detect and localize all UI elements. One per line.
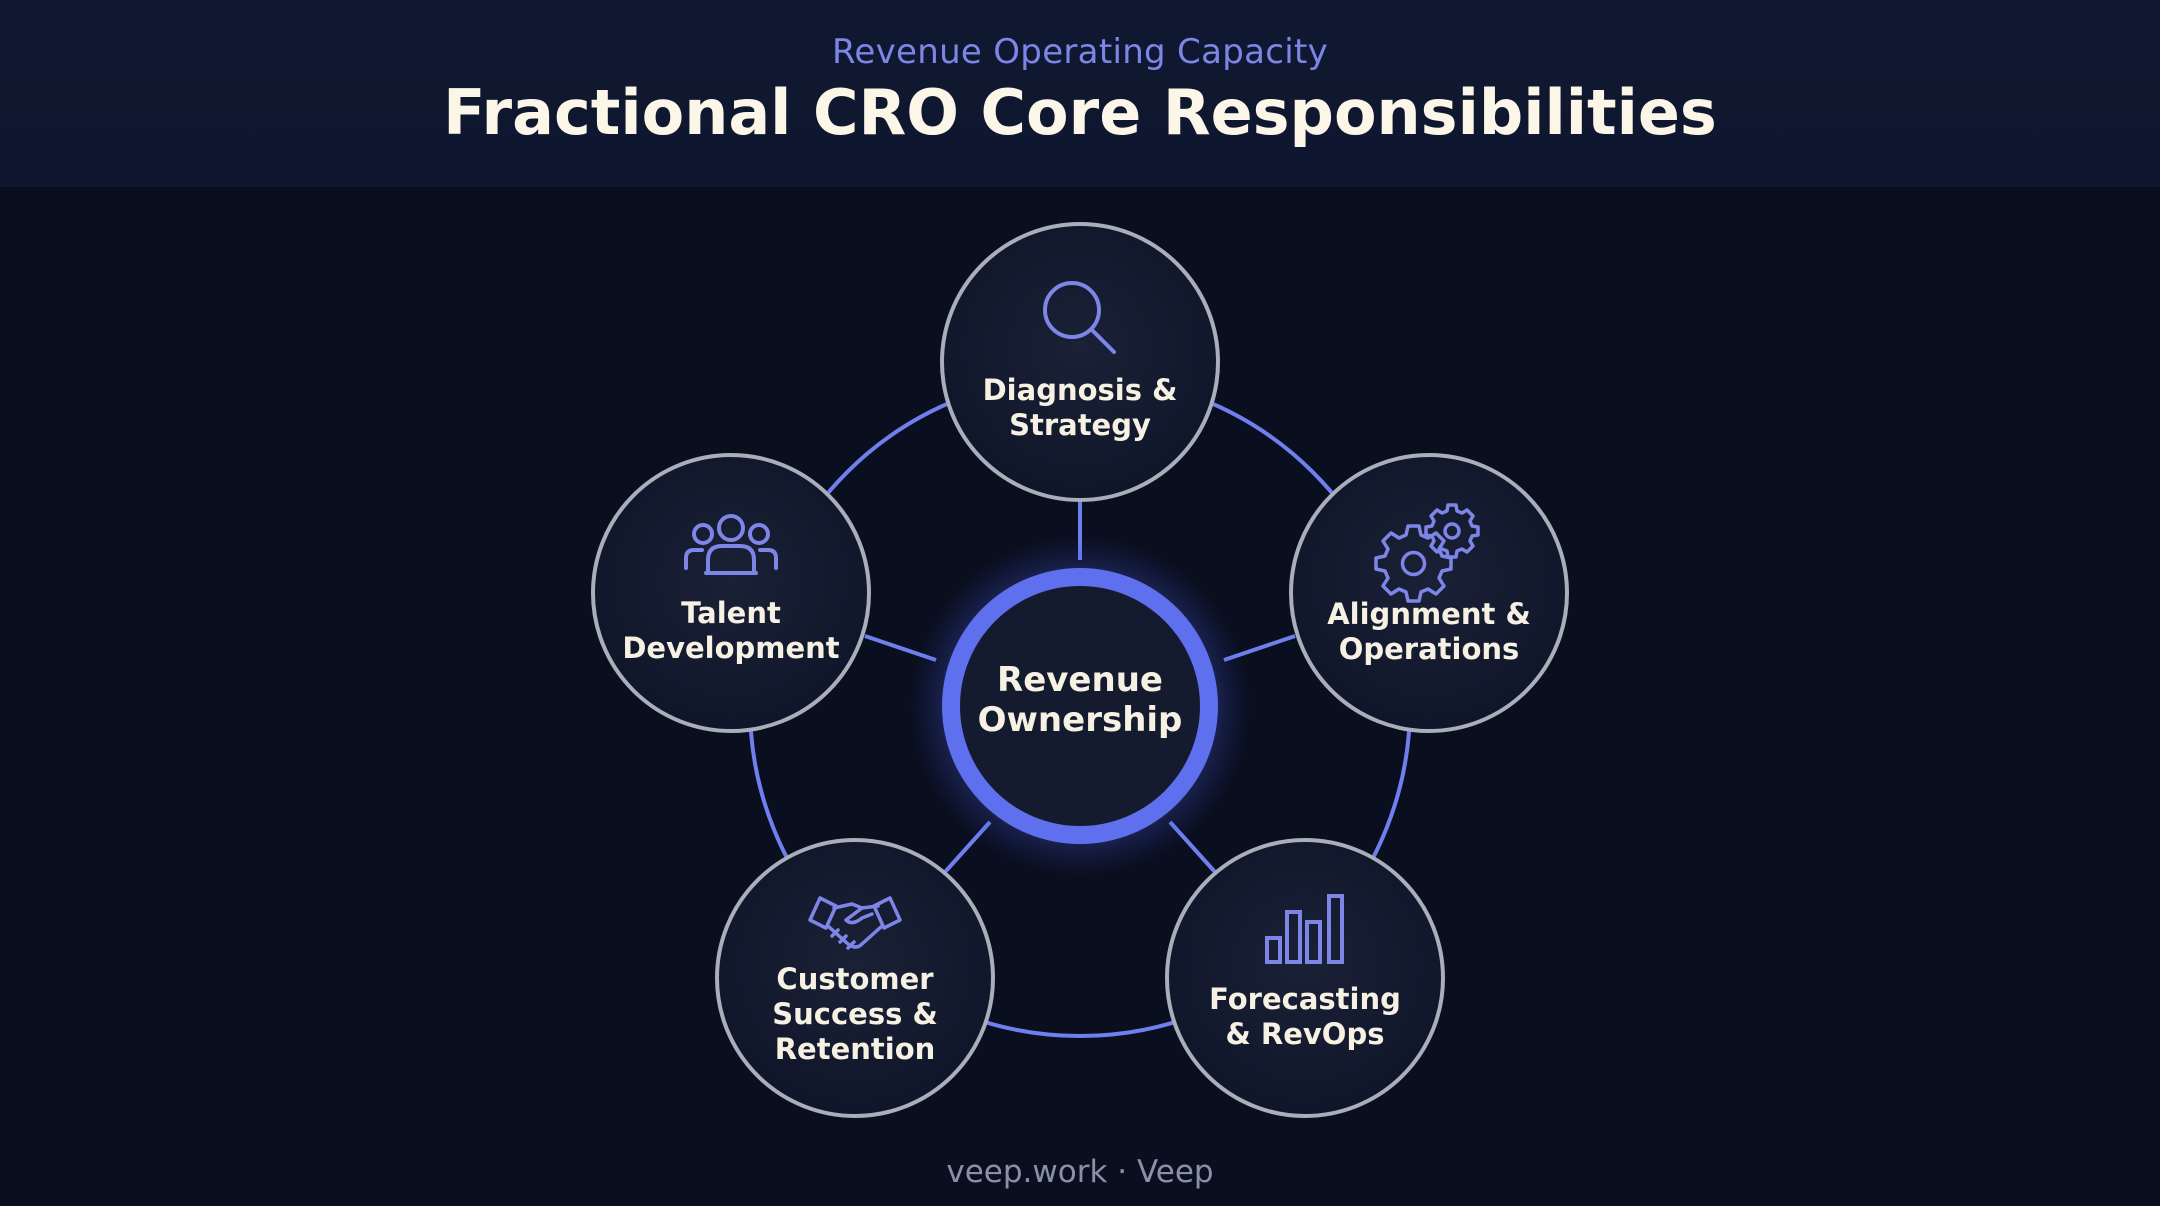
node-label-customer-success: Customer Success & Retention: [772, 962, 938, 1066]
node-forecasting: [1165, 838, 1445, 1118]
bar-chart-icon: [1265, 894, 1344, 964]
center-label: Revenue Ownership: [977, 660, 1183, 740]
page-title: Fractional CRO Core Responsibilities: [443, 76, 1717, 149]
magnifier-icon: [1043, 281, 1116, 354]
node-label-alignment: Alignment & Operations: [1327, 597, 1531, 666]
header-band: Revenue Operating Capacity Fractional CR…: [0, 0, 2160, 187]
node-label-diagnosis: Diagnosis & Strategy: [982, 373, 1178, 442]
node-alignment: [1289, 453, 1569, 733]
node-diagnosis: [940, 222, 1220, 502]
node-label-forecasting: Forecasting & RevOps: [1209, 982, 1401, 1051]
node-label-talent: Talent Development: [622, 596, 840, 665]
people-icon: [684, 514, 778, 575]
node-customer-success: [715, 838, 995, 1118]
footer-credit: veep.work · Veep: [946, 1154, 1214, 1190]
node-talent: [591, 453, 871, 733]
subtitle: Revenue Operating Capacity: [831, 32, 1329, 72]
center-hub: [960, 586, 1200, 826]
gears-icon: [1374, 503, 1480, 603]
handshake-icon: [808, 896, 902, 950]
